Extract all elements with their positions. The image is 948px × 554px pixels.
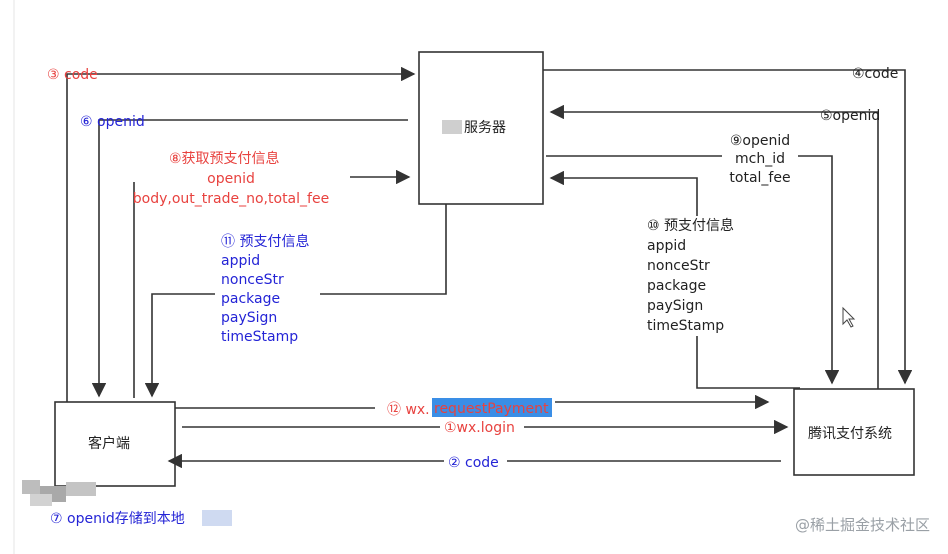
step11-appid: appid [221,253,260,269]
arrow-step5-openid [549,104,879,389]
server-label: 服务器 [464,120,506,136]
step10-title: ⑩ 预支付信息 [647,217,734,234]
line-step11-from-server [320,204,447,295]
step3-label: ③ code [47,67,98,83]
text-selection-highlight [432,398,552,417]
tencent-pay-label: 腾讯支付系统 [808,425,892,442]
step9-mchid: mch_id [735,151,785,167]
arrow-step10-to-server [549,170,698,216]
step10-paysign: paySign [647,298,703,314]
step8-line-fields: body,out_trade_no,total_fee [133,191,329,207]
watermark: @稀土掘金技术社区 [795,516,930,534]
arrow-step3-code [66,66,416,402]
step11-title: ⑪ 预支付信息 [221,233,309,250]
step6-label: ⑥ openid [80,114,145,130]
step7-label: ⑦ openid存储到本地 [50,511,185,527]
step9-totalfee: total_fee [729,170,790,186]
step11-timestamp: timeStamp [221,329,298,345]
step12-highlighted: requestPayment [434,401,549,417]
arrow-step9-to-tencent [798,155,840,385]
blurred-redaction-step7 [202,510,232,526]
step11-package: package [221,291,280,307]
step10-timestamp: timeStamp [647,318,724,334]
step5-label: ⑤openid [820,108,880,124]
step10-appid: appid [647,238,686,254]
step9-openid: ⑨openid [730,133,790,149]
client-node: 客户端 [54,401,176,487]
step8-line-openid: openid [207,171,255,187]
server-node: 服务器 [418,51,544,205]
step10-noncestr: nonceStr [647,258,710,274]
cursor-icon [842,306,856,328]
step4-label: ④code [852,66,898,82]
arrow-step4-code [543,69,913,385]
step12-prefix: ⑫ wx. [387,402,430,418]
step2-label: ② code [448,455,499,471]
step11-noncestr: nonceStr [221,272,284,288]
arrow-step11-to-client [144,293,215,398]
blurred-redaction-client [22,480,96,506]
blurred-redaction [442,120,462,134]
arrow-step6-openid [91,119,408,398]
step1-label: ①wx.login [444,420,515,436]
line-step10-up [696,336,800,389]
step8-title: ⑧获取预支付信息 [169,150,280,167]
step11-paysign: paySign [221,310,277,326]
step10-package: package [647,278,706,294]
client-label: 客户端 [88,435,130,452]
tencent-pay-node: 腾讯支付系统 [793,388,915,476]
